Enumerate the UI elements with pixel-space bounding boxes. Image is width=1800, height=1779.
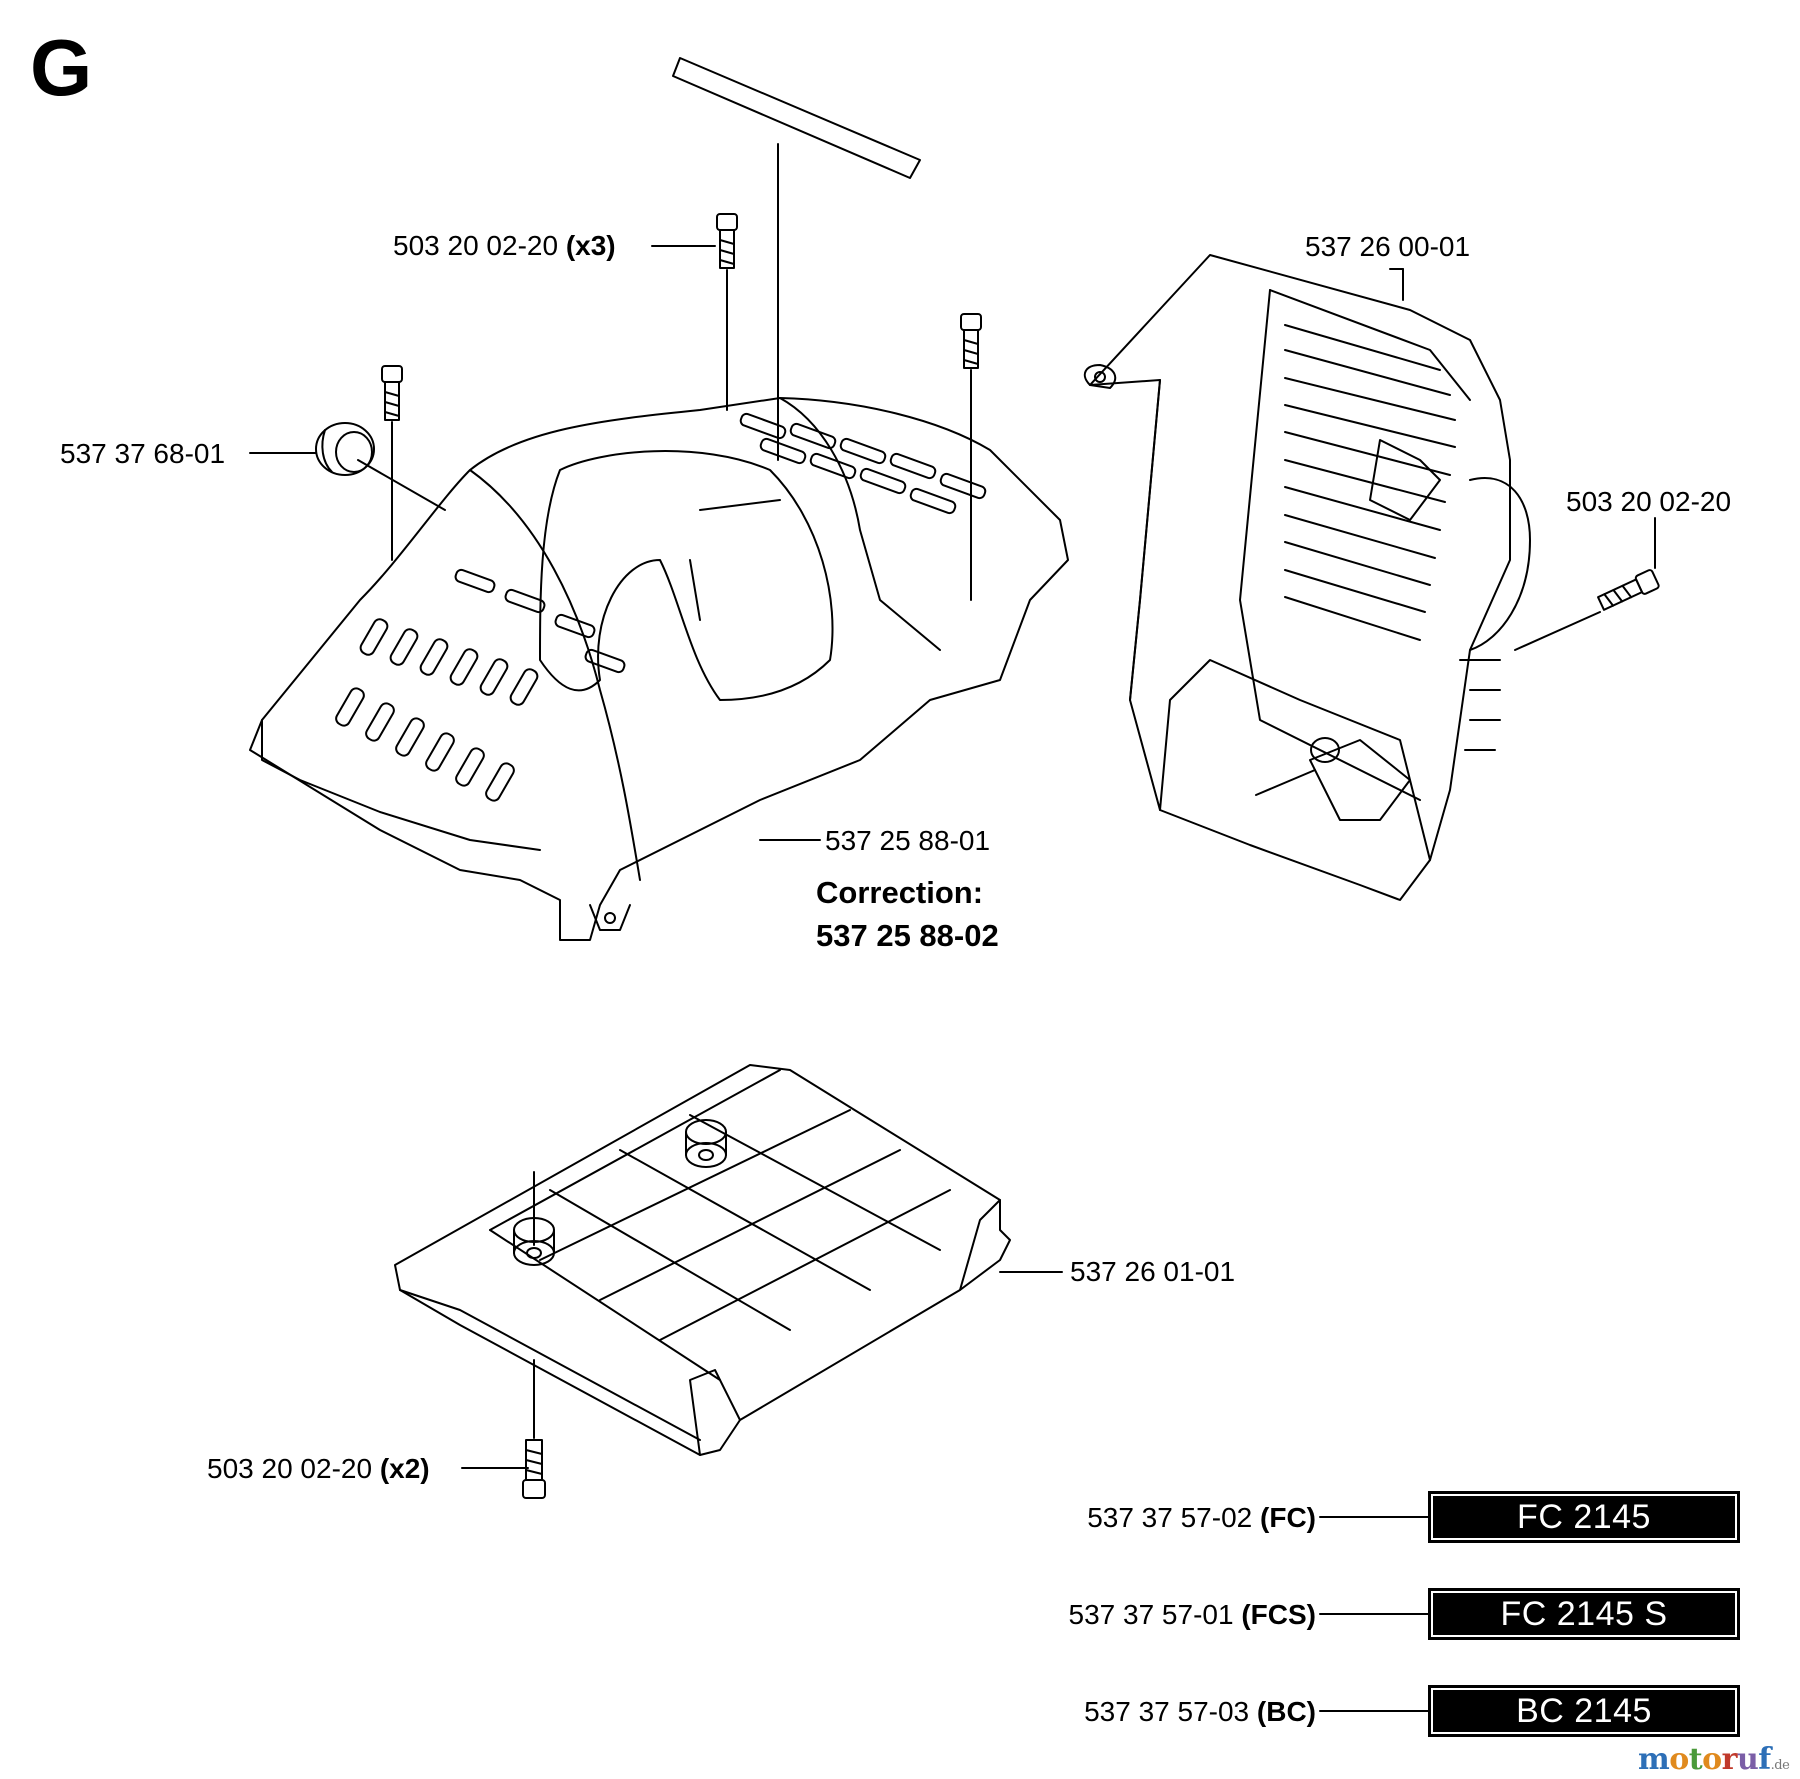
label-grommet: 537 37 68-01	[60, 440, 225, 468]
decal-text: FC 2145 S	[1500, 1595, 1668, 1633]
label-decal-fcs: 537 37 57-01 (FCS)	[1069, 1601, 1316, 1629]
part-number: 537 37 57-01	[1068, 1599, 1234, 1630]
screw-upper-3	[381, 365, 403, 421]
bottom-plate-part	[394, 1064, 1011, 1456]
part-number: 537 25 88-01	[825, 825, 991, 856]
screw-upper-1	[716, 213, 738, 269]
quantity: (x2)	[379, 1453, 430, 1484]
variant: (FCS)	[1241, 1599, 1316, 1630]
part-number: 537 26 00-01	[1305, 231, 1471, 262]
part-number: 537 37 68-01	[60, 438, 226, 469]
label-decal-strip-screws: 503 20 02-20 (x3)	[393, 232, 616, 260]
screw-upper-2	[960, 313, 982, 369]
section-letter: G	[30, 23, 93, 112]
screw-bottom	[522, 1439, 546, 1499]
correction-note: Correction: 537 25 88-02	[816, 872, 999, 958]
label-rear-cover: 537 26 00-01	[1305, 233, 1470, 261]
decal-fc: FC 2145	[1428, 1491, 1740, 1543]
variant: (BC)	[1256, 1696, 1316, 1727]
label-rear-cover-screw: 503 20 02-20	[1566, 488, 1731, 516]
part-number: 537 37 57-03	[1084, 1696, 1250, 1727]
part-number: 503 20 02-20	[1566, 486, 1732, 517]
label-decal-bc: 537 37 57-03 (BC)	[1084, 1698, 1316, 1726]
upper-cover-part	[249, 397, 1069, 941]
label-bottom-plate: 537 26 01-01	[1070, 1258, 1235, 1286]
top-vents	[454, 412, 987, 674]
variant: (FC)	[1260, 1502, 1316, 1533]
quantity: (x3)	[565, 230, 616, 261]
part-number: 537 26 01-01	[1070, 1256, 1236, 1287]
decal-bc: BC 2145	[1428, 1685, 1740, 1737]
part-number: 503 20 02-20	[207, 1453, 373, 1484]
decal-fcs: FC 2145 S	[1428, 1588, 1740, 1640]
grommet-part	[315, 422, 375, 476]
watermark-logo: motoruf.de	[1638, 1742, 1790, 1777]
correction-part-number: 537 25 88-02	[816, 917, 999, 953]
part-number: 537 37 57-02	[1087, 1502, 1253, 1533]
decal-text: BC 2145	[1516, 1692, 1652, 1730]
decal-text: FC 2145	[1517, 1498, 1651, 1536]
label-decal-fc: 537 37 57-02 (FC)	[1087, 1504, 1316, 1532]
screw-rear	[1597, 569, 1660, 611]
label-bottom-screws: 503 20 02-20 (x2)	[207, 1455, 430, 1483]
rear-cover-part	[1083, 254, 1531, 901]
part-number: 503 20 02-20	[393, 230, 559, 261]
front-vents	[335, 618, 539, 802]
decal-strip-part	[672, 57, 921, 179]
label-upper-cover: 537 25 88-01	[825, 827, 990, 855]
correction-title: Correction:	[816, 875, 984, 910]
rear-cover-fins	[1284, 324, 1456, 641]
